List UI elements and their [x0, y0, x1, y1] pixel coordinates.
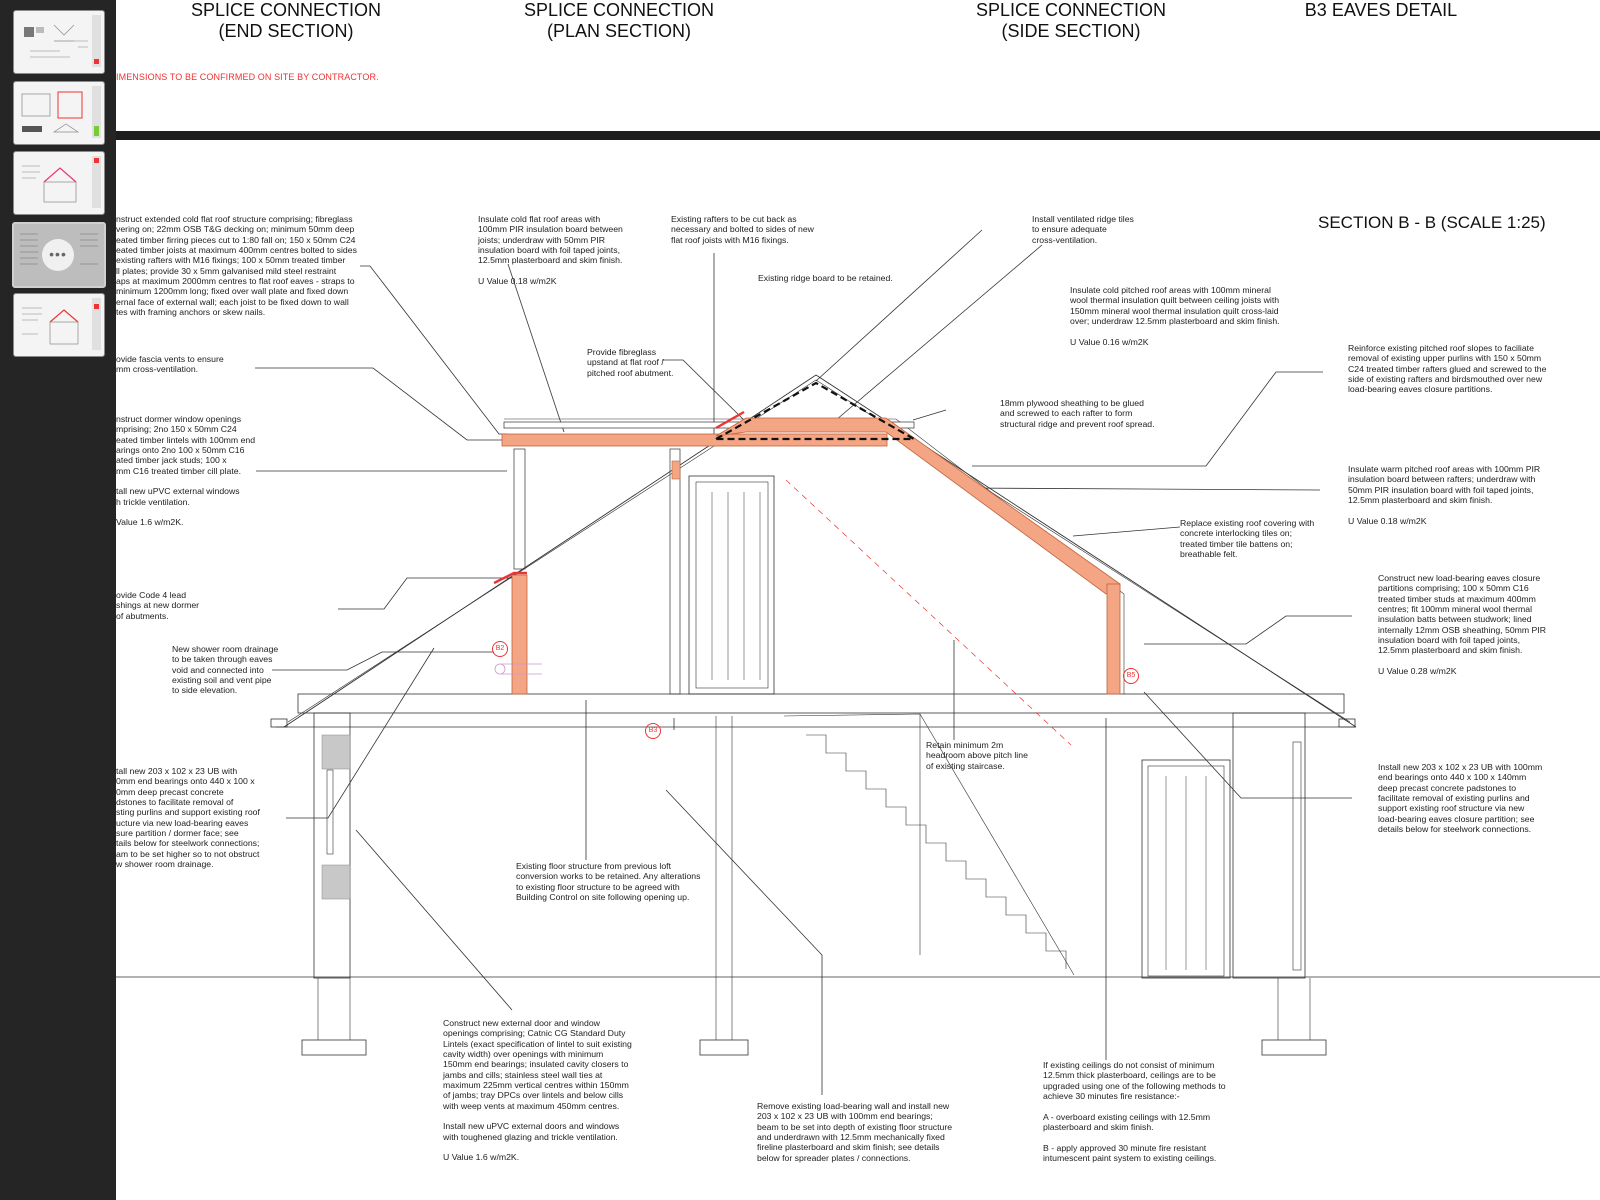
note-eaves-closure: Construct new load-bearing eaves closure…	[1378, 573, 1547, 677]
sheet-divider	[116, 131, 1600, 140]
header-splice-side-section: SPLICE CONNECTION (SIDE SECTION)	[975, 0, 1167, 41]
note-flat-roof: nstruct extended cold flat roof structur…	[116, 214, 357, 318]
page-thumbnail-2[interactable]	[13, 81, 105, 145]
note-ridge-tiles: Install ventilated ridge tiles to ensure…	[1032, 214, 1134, 245]
beam-tag-b3[interactable]: B3	[645, 723, 661, 739]
thumbnail-preview	[22, 298, 101, 350]
note-ridge-board: Existing ridge board to be retained.	[758, 273, 893, 283]
note-fascia-vents: ovide fascia vents to ensure mm cross-ve…	[116, 354, 224, 375]
header-splice-end-section: SPLICE CONNECTION (END SECTION)	[190, 0, 382, 41]
note-rafters-cut-back: Existing rafters to be cut back as neces…	[671, 214, 814, 245]
drawing-sheet: SPLICE CONNECTION (END SECTION) SPLICE C…	[116, 0, 1600, 1200]
section-drawing	[116, 229, 1600, 1095]
thumbnail-preview	[21, 86, 101, 138]
thumbnail-preview	[20, 233, 98, 265]
note-lead-flashings: ovide Code 4 lead shings at new dormer o…	[116, 590, 200, 621]
note-floor-structure: Existing floor structure from previous l…	[516, 861, 701, 903]
note-reinforce-pitched: Reinforce existing pitched roof slopes t…	[1348, 343, 1547, 395]
note-loadbearing-wall: Remove existing load-bearing wall and in…	[757, 1101, 953, 1163]
header-splice-plan-section: SPLICE CONNECTION (PLAN SECTION)	[523, 0, 715, 41]
note-staircase-headroom: Retain minimum 2m headroom above pitch l…	[926, 740, 1028, 771]
note-plywood-sheathing: 18mm plywood sheathing to be glued and s…	[1000, 398, 1155, 429]
page-thumbnail-4[interactable]: •••	[12, 222, 106, 288]
note-fibreglass-upstand: Provide fibreglass upstand at flat roof …	[587, 347, 674, 378]
thumbnail-preview	[24, 15, 101, 67]
building-section	[116, 374, 1600, 1056]
note-dormer-openings: nstruct dormer window openings mprising;…	[116, 414, 256, 528]
more-options-icon[interactable]: •••	[42, 239, 74, 271]
beam-tag-b5[interactable]: B5	[1123, 668, 1139, 684]
note-shower-drainage: New shower room drainage to be taken thr…	[172, 644, 279, 696]
dimension-warning-note: IMENSIONS TO BE CONFIRMED ON SITE BY CON…	[116, 72, 379, 82]
section-title: SECTION B - B (SCALE 1:25)	[1318, 213, 1546, 232]
page-thumbnail-3[interactable]	[13, 151, 105, 215]
note-ceiling-fire-resistance: If existing ceilings do not consist of m…	[1043, 1060, 1226, 1164]
beam-tag-b2[interactable]: B2	[492, 641, 508, 657]
header-b3-eaves-detail: B3 EAVES DETAIL	[1304, 0, 1458, 20]
note-door-window-openings: Construct new external door and window o…	[443, 1018, 632, 1163]
page-thumbnail-sidebar: •••	[0, 0, 116, 1200]
thumbnail-preview	[22, 156, 101, 208]
note-roof-covering: Replace existing roof covering with conc…	[1180, 518, 1315, 560]
leader-lines	[255, 229, 1352, 1095]
note-insulate-flat-roof: Insulate cold flat roof areas with 100mm…	[478, 214, 623, 287]
note-cold-pitched-roof: Insulate cold pitched roof areas with 10…	[1070, 285, 1280, 347]
note-ub-right: Install new 203 x 102 x 23 UB with 100mm…	[1378, 762, 1543, 835]
page-thumbnail-1[interactable]	[13, 10, 105, 74]
note-warm-pitched-roof: Insulate warm pitched roof areas with 10…	[1348, 464, 1541, 526]
note-ub-left: tall new 203 x 102 x 23 UB with 0mm end …	[116, 766, 260, 870]
page-thumbnail-5[interactable]	[13, 293, 105, 357]
